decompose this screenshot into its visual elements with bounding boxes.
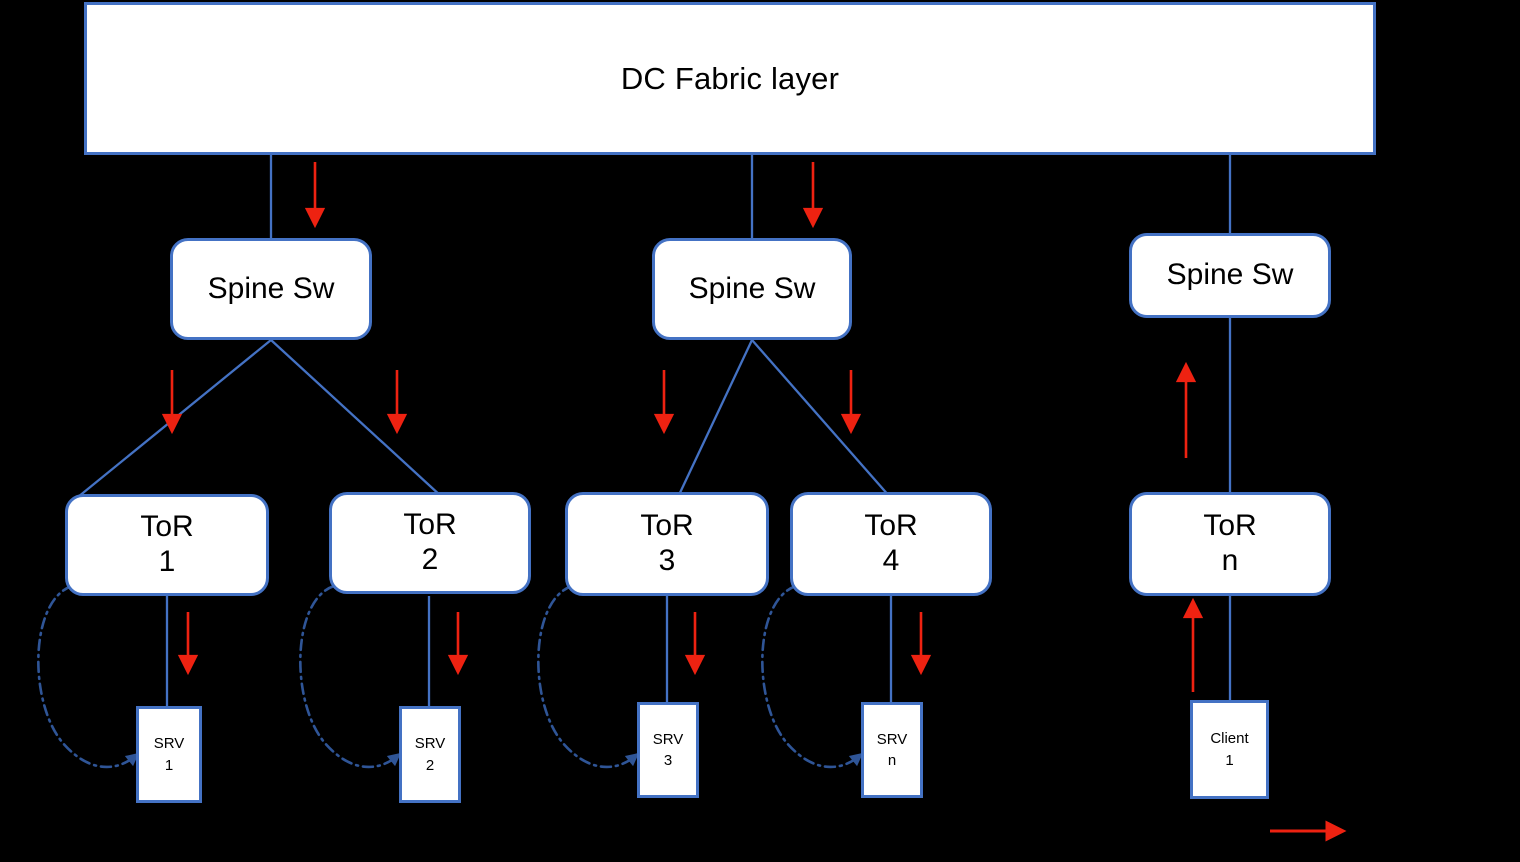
server-1-index: 1	[164, 756, 174, 774]
spine-switch-n[interactable]: Spine Sw	[1129, 233, 1331, 318]
tor-switch-1[interactable]: ToR 1	[65, 494, 269, 596]
tor-switch-2-index: 2	[421, 543, 439, 576]
spine2-to-tor-links	[676, 339, 891, 498]
spine-switch-2[interactable]: Spine Sw	[652, 238, 852, 340]
server-n-index: n	[887, 752, 897, 769]
server-3-label: SRV	[652, 730, 684, 748]
tor-switch-1-label: ToR	[140, 510, 194, 544]
dc-fabric-layer-box[interactable]: DC Fabric layer	[84, 2, 1376, 155]
tor-switch-2-label: ToR	[403, 508, 457, 542]
tor-switch-2[interactable]: ToR 2	[329, 492, 531, 594]
client-1-label: Client	[1210, 730, 1249, 748]
server-3[interactable]: SRV 3	[637, 702, 699, 798]
tor-switch-4-index: 4	[882, 544, 900, 577]
client-1[interactable]: Client 1	[1190, 700, 1269, 799]
server-2-index: 2	[425, 756, 435, 774]
spine-switch-n-label: Spine Sw	[1166, 258, 1294, 292]
tor-switch-n-index: n	[1221, 544, 1239, 577]
server-n[interactable]: SRV n	[861, 702, 923, 798]
dc-fabric-layer-label: DC Fabric layer	[620, 60, 840, 96]
tor-switch-n[interactable]: ToR n	[1129, 492, 1331, 596]
tor-switch-3-label: ToR	[640, 509, 694, 543]
server-3-index: 3	[663, 752, 673, 769]
server-1-label: SRV	[153, 735, 185, 753]
server-2[interactable]: SRV 2	[399, 706, 461, 803]
fabric-to-spine-links	[269, 155, 1232, 700]
spine-switch-1[interactable]: Spine Sw	[170, 238, 372, 340]
spine1-to-tor-links	[77, 339, 443, 498]
tor-switch-3[interactable]: ToR 3	[565, 492, 769, 596]
tor-switch-1-index: 1	[158, 545, 176, 578]
server-n-label: SRV	[876, 730, 908, 748]
spine-switch-1-label: Spine Sw	[207, 271, 335, 305]
spine-switch-2-label: Spine Sw	[688, 271, 816, 305]
client-1-index: 1	[1225, 751, 1234, 769]
tor-switch-3-index: 3	[658, 544, 676, 577]
tor-switch-4-label: ToR	[864, 509, 918, 543]
server-1[interactable]: SRV 1	[136, 706, 202, 803]
server-2-label: SRV	[414, 735, 446, 753]
tor-switch-4[interactable]: ToR 4	[790, 492, 992, 596]
tor-switch-n-label: ToR	[1203, 509, 1257, 543]
tor-to-server-links	[165, 596, 893, 706]
